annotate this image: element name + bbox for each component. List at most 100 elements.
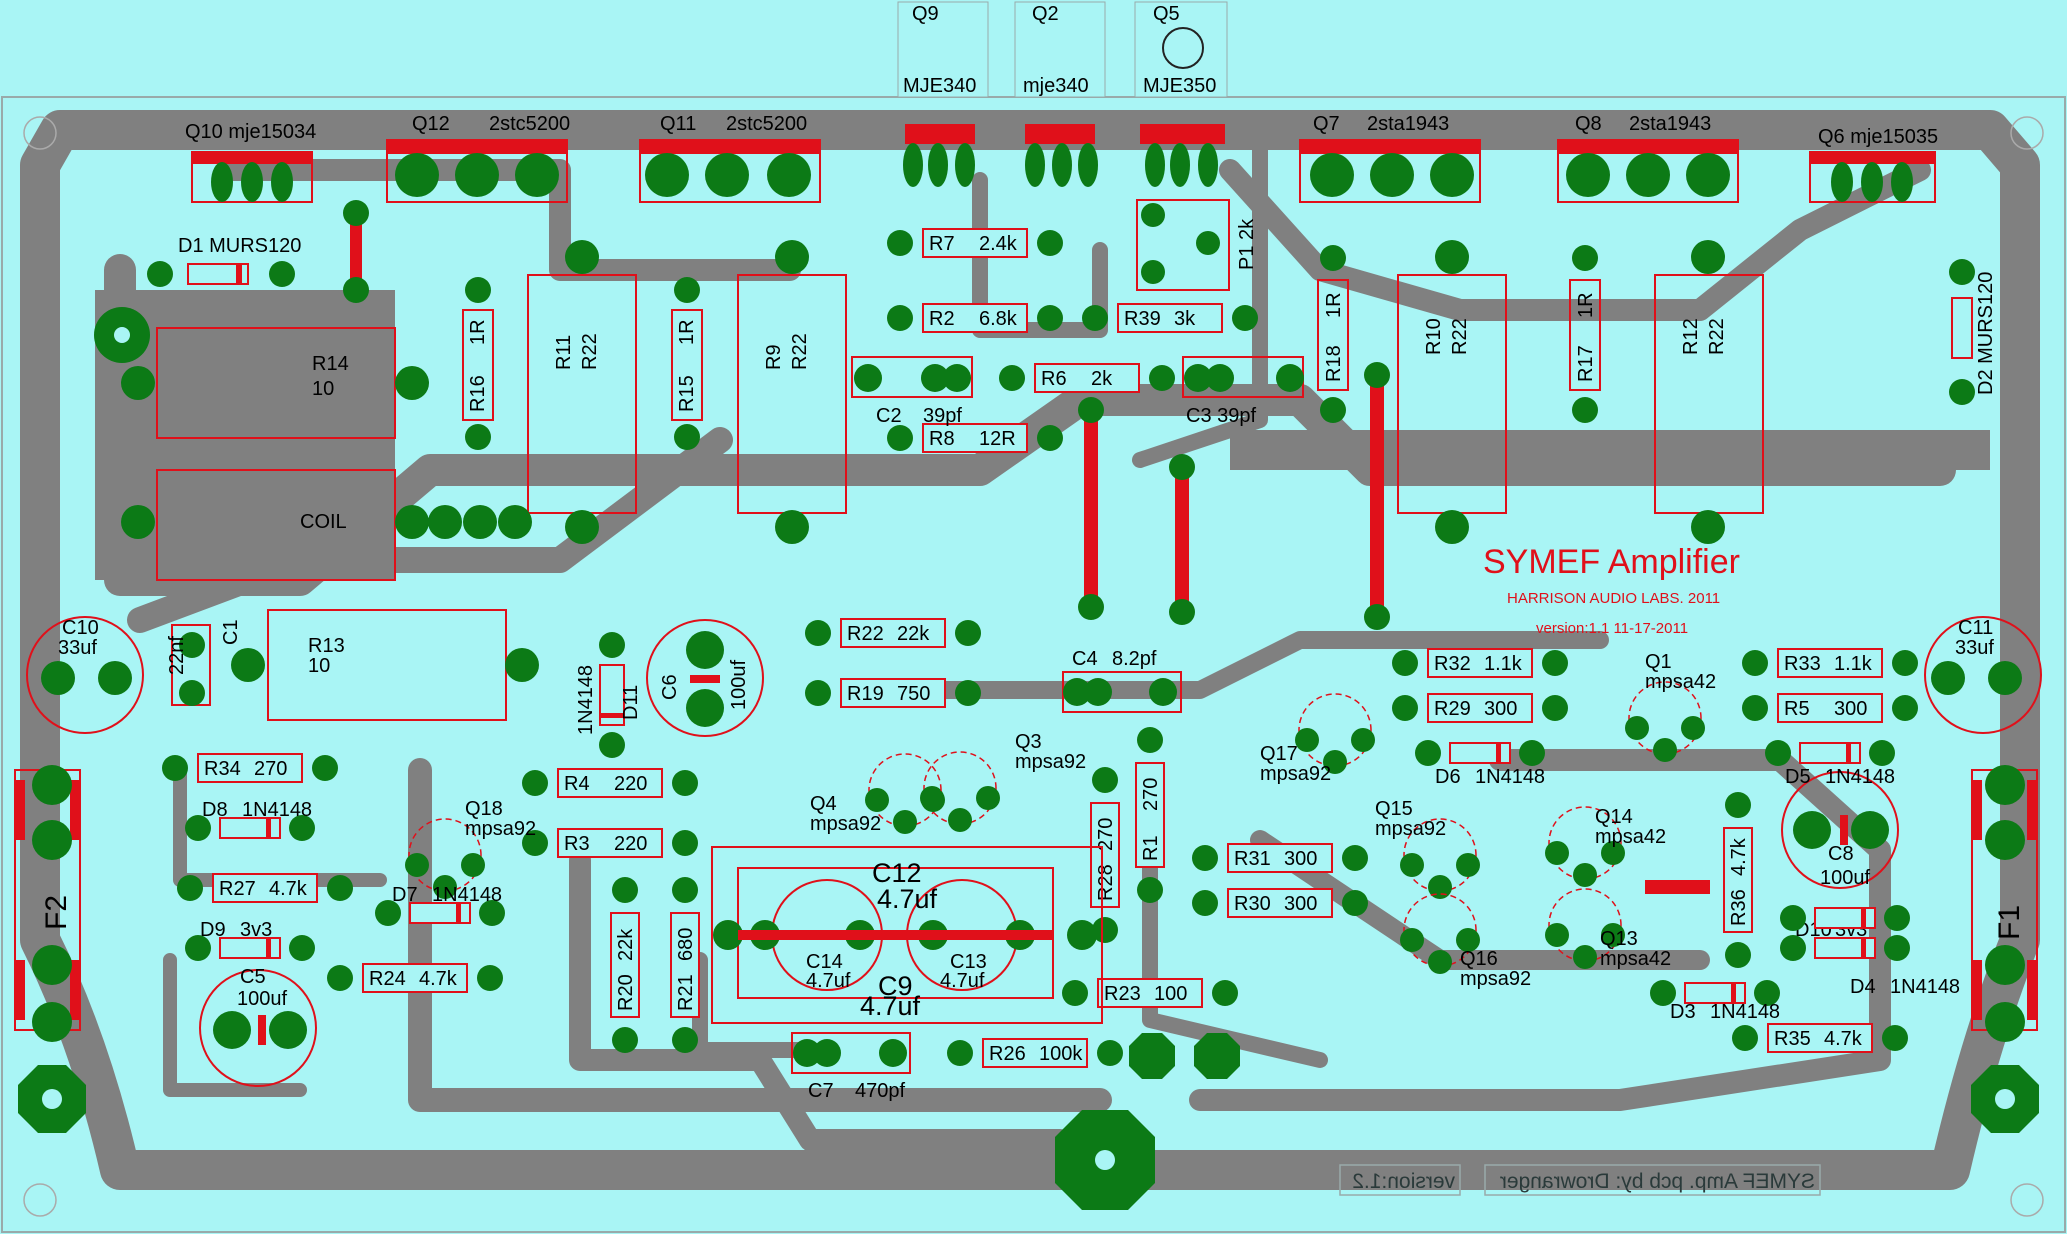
- r26-pad[interactable]: [1097, 1040, 1123, 1066]
- q1-pad[interactable]: [1681, 716, 1705, 740]
- q14-pad[interactable]: [1601, 841, 1625, 865]
- q6-pad[interactable]: [1831, 162, 1853, 202]
- coil-pad[interactable]: [121, 505, 155, 539]
- q5-pad[interactable]: [1198, 143, 1218, 187]
- r5-pad[interactable]: [1892, 695, 1918, 721]
- r2-pad[interactable]: [1037, 305, 1063, 331]
- r17-pad[interactable]: [1572, 245, 1598, 271]
- c6-pad[interactable]: [686, 689, 724, 727]
- r32-pad[interactable]: [1392, 650, 1418, 676]
- r19-pad[interactable]: [955, 680, 981, 706]
- r7-pad[interactable]: [887, 230, 913, 256]
- q15-pad[interactable]: [1400, 853, 1424, 877]
- r33-pad[interactable]: [1742, 650, 1768, 676]
- d4-pad[interactable]: [1884, 905, 1910, 931]
- jumper-pad[interactable]: [1078, 397, 1104, 423]
- q14-pad[interactable]: [1573, 863, 1597, 887]
- q18-pad[interactable]: [405, 853, 429, 877]
- q5-pad[interactable]: [1170, 143, 1190, 187]
- r23-pad[interactable]: [1212, 980, 1238, 1006]
- d8-pad[interactable]: [289, 815, 315, 841]
- r10-pad[interactable]: [1435, 510, 1469, 544]
- q9-pad[interactable]: [928, 143, 948, 187]
- d9-pad[interactable]: [185, 935, 211, 961]
- r12-pad[interactable]: [1691, 510, 1725, 544]
- c8-pad[interactable]: [1793, 811, 1831, 849]
- r36-pad[interactable]: [1725, 942, 1751, 968]
- q10-pad[interactable]: [271, 162, 293, 202]
- q11-pad[interactable]: [767, 153, 811, 197]
- d7-pad[interactable]: [375, 900, 401, 926]
- jumper-pad[interactable]: [1169, 454, 1195, 480]
- q4-pad[interactable]: [921, 788, 945, 812]
- q16-pad[interactable]: [1400, 928, 1424, 952]
- p1-pad[interactable]: [1196, 231, 1220, 255]
- c7-pad[interactable]: [793, 1039, 821, 1067]
- c5-pad[interactable]: [213, 1011, 251, 1049]
- terminal-pad-small[interactable]: [1194, 1033, 1240, 1079]
- r3-pad[interactable]: [672, 830, 698, 856]
- r9-pad[interactable]: [775, 510, 809, 544]
- q3-pad[interactable]: [976, 786, 1000, 810]
- d2-pad[interactable]: [1949, 379, 1975, 405]
- d7-pad[interactable]: [479, 900, 505, 926]
- q4-pad[interactable]: [865, 788, 889, 812]
- q12-pad[interactable]: [515, 153, 559, 197]
- q1-pad[interactable]: [1653, 738, 1677, 762]
- d5-pad[interactable]: [1765, 740, 1791, 766]
- r19-pad[interactable]: [805, 680, 831, 706]
- r36-pad[interactable]: [1725, 792, 1751, 818]
- q16-pad[interactable]: [1428, 950, 1452, 974]
- c14-pad[interactable]: [713, 920, 743, 950]
- r8-pad[interactable]: [887, 425, 913, 451]
- q15-pad[interactable]: [1428, 875, 1452, 899]
- r18-pad[interactable]: [1320, 245, 1346, 271]
- r26-pad[interactable]: [947, 1040, 973, 1066]
- r17-pad[interactable]: [1572, 397, 1598, 423]
- r1-pad[interactable]: [1137, 727, 1163, 753]
- d6-pad[interactable]: [1519, 740, 1545, 766]
- c13-pad[interactable]: [1067, 920, 1097, 950]
- d8-pad[interactable]: [185, 815, 211, 841]
- p1-pad[interactable]: [1141, 260, 1165, 284]
- mounting-hole-tl[interactable]: [23, 116, 57, 150]
- q18-pad[interactable]: [433, 875, 457, 899]
- q11-pad[interactable]: [705, 153, 749, 197]
- r34-pad[interactable]: [162, 755, 188, 781]
- q6-pad[interactable]: [1861, 162, 1883, 202]
- c1-pad[interactable]: [179, 680, 205, 706]
- c3-pad[interactable]: [1184, 364, 1212, 392]
- c2-pad[interactable]: [921, 364, 949, 392]
- r33-pad[interactable]: [1892, 650, 1918, 676]
- d11-pad[interactable]: [599, 732, 625, 758]
- mounting-hole-bl[interactable]: [23, 1183, 57, 1217]
- c2-pad[interactable]: [943, 364, 971, 392]
- c7-pad[interactable]: [813, 1039, 841, 1067]
- d3-pad[interactable]: [1650, 980, 1676, 1006]
- c4-pad[interactable]: [1084, 678, 1112, 706]
- r1-pad[interactable]: [1137, 877, 1163, 903]
- r11-pad[interactable]: [565, 510, 599, 544]
- q12-pad[interactable]: [455, 153, 499, 197]
- jumper-pad[interactable]: [1169, 599, 1195, 625]
- q17-pad[interactable]: [1295, 728, 1319, 752]
- r29-pad[interactable]: [1542, 695, 1568, 721]
- q10-pad[interactable]: [241, 162, 263, 202]
- terminal-pad-small[interactable]: [1129, 1033, 1175, 1079]
- q8-pad[interactable]: [1686, 153, 1730, 197]
- q1-pad[interactable]: [1625, 716, 1649, 740]
- c1-pad[interactable]: [179, 632, 205, 658]
- c4-pad[interactable]: [1063, 678, 1091, 706]
- jumper-pad[interactable]: [1364, 362, 1390, 388]
- jumper-pad[interactable]: [1078, 594, 1104, 620]
- r6-pad[interactable]: [1149, 365, 1175, 391]
- c2-pad[interactable]: [854, 364, 882, 392]
- d10-pad[interactable]: [1884, 935, 1910, 961]
- q13-pad[interactable]: [1545, 923, 1569, 947]
- q2-pad[interactable]: [1025, 143, 1045, 187]
- f1-pad[interactable]: [1985, 820, 2025, 860]
- r20-pad[interactable]: [612, 877, 638, 903]
- c5-pad[interactable]: [269, 1011, 307, 1049]
- r15-pad[interactable]: [674, 424, 700, 450]
- d1-pad[interactable]: [269, 261, 295, 287]
